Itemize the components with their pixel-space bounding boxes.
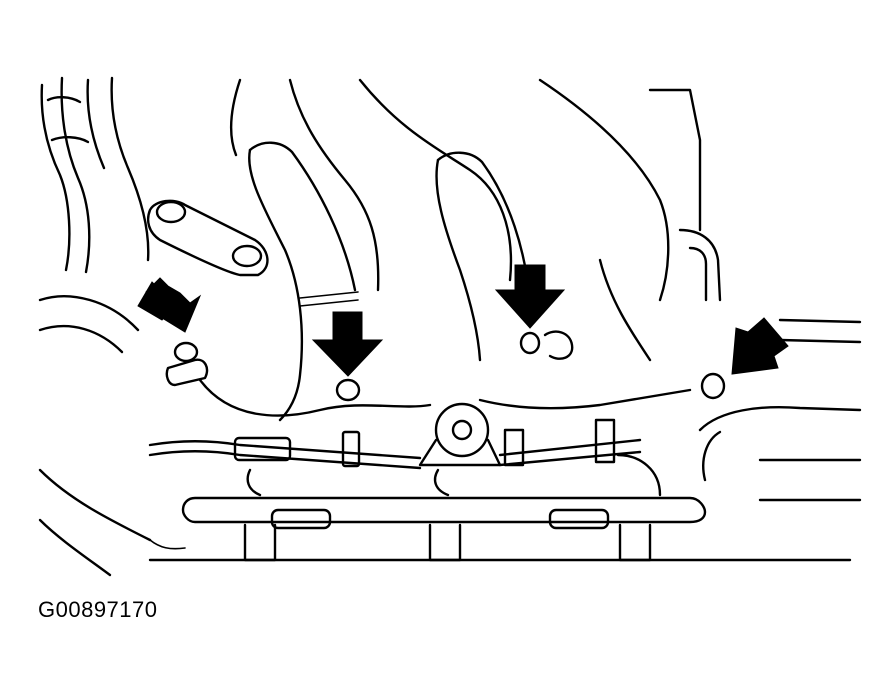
figure-code-label: G00897170 bbox=[38, 597, 158, 622]
fuel-line bbox=[148, 418, 642, 470]
bolt-left bbox=[173, 341, 199, 363]
small-bracket-left bbox=[165, 358, 209, 387]
arrow-left bbox=[137, 277, 202, 333]
bolt-center-right bbox=[519, 330, 574, 360]
intake-manifold-body bbox=[198, 78, 692, 422]
right-pipe-assembly bbox=[648, 88, 862, 502]
left-hose-assembly bbox=[38, 76, 152, 577]
fuel-delivery-pipe bbox=[181, 496, 707, 530]
arrow-right bbox=[731, 317, 789, 375]
mounting-bracket bbox=[146, 199, 269, 277]
bolt-center-left bbox=[335, 378, 361, 402]
arrow-center-right bbox=[494, 264, 566, 329]
fuel-injectors bbox=[148, 453, 852, 562]
bolt-right bbox=[700, 372, 726, 400]
arrow-center-left bbox=[311, 311, 384, 377]
fuel-pressure-regulator bbox=[418, 402, 502, 467]
